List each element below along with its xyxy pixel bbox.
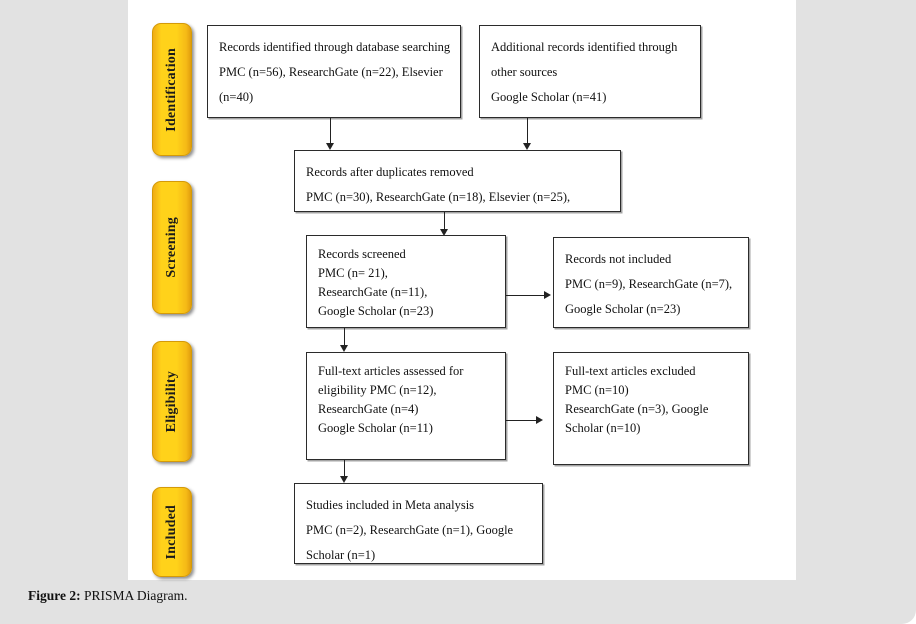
stage-label-identification: Identification bbox=[152, 23, 192, 156]
box-fulltext-excluded-line-1: Full-text articles excluded bbox=[565, 364, 696, 378]
box-additional-records-line-2: other sources bbox=[491, 65, 558, 79]
box-fulltext-excluded-line-4: Scholar (n=10) bbox=[565, 421, 641, 435]
figure-caption-label: Figure 2: bbox=[28, 588, 81, 603]
connector-fulltext-to-included bbox=[344, 460, 345, 477]
connector-screened-to-fulltext bbox=[344, 328, 345, 346]
connector-fulltext-to-excluded bbox=[506, 420, 536, 421]
box-studies-included-line-3: Scholar (n=1) bbox=[306, 548, 376, 562]
stage-label-eligibility: Eligibility bbox=[152, 341, 192, 462]
stage-label-screening-text: Screening bbox=[164, 217, 179, 278]
box-records-identified-line-1: Records identified through database sear… bbox=[219, 40, 451, 54]
box-records-identified-line-3: (n=40) bbox=[219, 90, 254, 104]
connector-identified-to-duplicates bbox=[330, 118, 331, 144]
box-additional-records-line-3: Google Scholar (n=41) bbox=[491, 90, 607, 104]
arrow-fulltext-to-excluded bbox=[536, 415, 543, 424]
box-studies-included-line-1: Studies included in Meta analysis bbox=[306, 498, 475, 512]
box-records-screened-line-4: Google Scholar (n=23) bbox=[318, 304, 434, 318]
box-fulltext-assessed-line-1: Full-text articles assessed for bbox=[318, 364, 464, 378]
box-records-screened-line-3: ResearchGate (n=11), bbox=[318, 285, 428, 299]
prisma-figure: Identification Screening Eligibility Inc… bbox=[128, 0, 796, 580]
box-records-not-included: Records not included PMC (n=9), Research… bbox=[553, 237, 749, 328]
stage-label-included-text: Included bbox=[164, 504, 179, 560]
stage-label-identification-text: Identification bbox=[164, 47, 179, 132]
box-studies-included-line-2: PMC (n=2), ResearchGate (n=1), Google bbox=[306, 523, 514, 537]
box-studies-included: Studies included in Meta analysis PMC (n… bbox=[294, 483, 543, 564]
arrow-fulltext-to-included bbox=[339, 476, 348, 483]
box-fulltext-assessed: Full-text articles assessed for eligibil… bbox=[306, 352, 506, 460]
box-records-screened-line-2: PMC (n= 21), bbox=[318, 266, 388, 280]
connector-screened-to-not-included bbox=[506, 295, 544, 296]
arrow-additional-to-duplicates bbox=[522, 143, 531, 150]
box-records-screened: Records screened PMC (n= 21), ResearchGa… bbox=[306, 235, 506, 328]
box-fulltext-assessed-line-2: eligibility PMC (n=12), bbox=[318, 383, 437, 397]
box-additional-records-line-1: Additional records identified through bbox=[491, 40, 678, 54]
stage-label-eligibility-text: Eligibility bbox=[164, 370, 179, 433]
arrow-identified-to-duplicates bbox=[325, 143, 334, 150]
stage-label-included: Included bbox=[152, 487, 192, 577]
connector-duplicates-to-screened bbox=[444, 212, 445, 230]
box-records-not-included-line-2: PMC (n=9), ResearchGate (n=7), bbox=[565, 277, 733, 291]
arrow-duplicates-to-screened bbox=[439, 229, 448, 236]
connector-additional-to-duplicates bbox=[527, 118, 528, 144]
figure-caption-text: PRISMA Diagram. bbox=[80, 588, 188, 603]
box-duplicates-removed: Records after duplicates removed PMC (n=… bbox=[294, 150, 621, 212]
box-records-screened-line-1: Records screened bbox=[318, 247, 406, 261]
box-duplicates-removed-line-1: Records after duplicates removed bbox=[306, 165, 474, 179]
box-records-not-included-line-1: Records not included bbox=[565, 252, 672, 266]
box-records-identified-line-2: PMC (n=56), ResearchGate (n=22), Elsevie… bbox=[219, 65, 443, 79]
arrow-screened-to-fulltext bbox=[339, 345, 348, 352]
stage-label-screening: Screening bbox=[152, 181, 192, 314]
box-fulltext-assessed-line-3: ResearchGate (n=4) bbox=[318, 402, 419, 416]
box-records-identified: Records identified through database sear… bbox=[207, 25, 461, 118]
box-fulltext-excluded: Full-text articles excluded PMC (n=10) R… bbox=[553, 352, 749, 465]
box-duplicates-removed-line-2: PMC (n=30), ResearchGate (n=18), Elsevie… bbox=[306, 190, 571, 204]
box-fulltext-assessed-line-4: Google Scholar (n=11) bbox=[318, 421, 433, 435]
figure-caption: Figure 2: PRISMA Diagram. bbox=[28, 588, 188, 604]
box-records-not-included-line-3: Google Scholar (n=23) bbox=[565, 302, 681, 316]
box-additional-records: Additional records identified through ot… bbox=[479, 25, 701, 118]
box-fulltext-excluded-line-2: PMC (n=10) bbox=[565, 383, 629, 397]
box-fulltext-excluded-line-3: ResearchGate (n=3), Google bbox=[565, 402, 709, 416]
arrow-screened-to-not-included bbox=[544, 290, 551, 299]
